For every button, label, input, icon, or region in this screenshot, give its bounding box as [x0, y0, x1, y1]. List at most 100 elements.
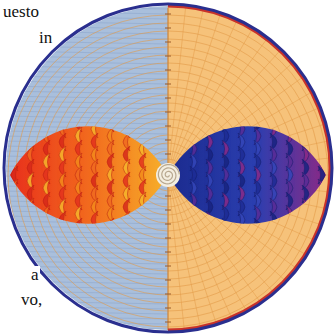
blue-texture-line — [0, 286, 168, 289]
petal — [59, 211, 66, 229]
petal — [75, 218, 82, 236]
petal — [11, 140, 18, 158]
blue-texture-line — [0, 261, 168, 264]
axis-tick — [165, 98, 171, 99]
petal — [318, 218, 325, 236]
blue-texture-line — [0, 31, 168, 34]
petal — [27, 211, 34, 229]
petal — [318, 205, 325, 223]
spiral-center — [156, 163, 180, 187]
blue-texture-line — [0, 51, 168, 54]
petal — [43, 114, 50, 132]
blue-texture-line — [0, 321, 168, 324]
petal — [123, 211, 130, 229]
petal — [43, 205, 50, 223]
blue-texture-line — [0, 281, 168, 284]
text-fragment-holder: vo, — [20, 291, 43, 310]
axis-tick — [165, 28, 171, 29]
axis-tick — [165, 112, 171, 113]
petal — [318, 179, 325, 197]
petal — [286, 205, 293, 223]
petal — [254, 218, 261, 236]
grid-ray — [168, 175, 189, 335]
blue-texture — [0, 6, 168, 334]
axis-tick — [165, 196, 171, 197]
axis-tick — [165, 238, 171, 239]
axis-tick — [165, 294, 171, 295]
petal — [11, 179, 18, 197]
petal — [27, 224, 34, 242]
blue-texture-line — [0, 256, 168, 259]
blue-petals — [190, 114, 325, 242]
red-petals — [11, 114, 146, 242]
blue-lobe — [168, 126, 326, 224]
petal — [139, 192, 146, 210]
axis-tick — [165, 14, 171, 15]
petal — [222, 218, 229, 236]
axis-tick — [165, 322, 171, 323]
petal — [59, 224, 66, 242]
petal — [139, 114, 146, 132]
petal — [107, 218, 114, 236]
petal — [139, 205, 146, 223]
petal — [318, 140, 325, 158]
axis-tick — [165, 56, 171, 57]
text-fragment-holder: in — [38, 29, 53, 48]
grid-ray — [168, 0, 189, 175]
petal — [139, 218, 146, 236]
petal — [286, 114, 293, 132]
axis-tick — [165, 140, 171, 141]
petal — [11, 127, 18, 145]
petal — [91, 224, 98, 242]
axis-tick — [165, 266, 171, 267]
petal — [27, 120, 34, 138]
axis-tick — [165, 252, 171, 253]
petal — [190, 114, 197, 132]
blue-texture-line — [0, 276, 168, 279]
axis-tick — [165, 84, 171, 85]
petal — [318, 127, 325, 145]
petal — [91, 211, 98, 229]
axis-tick — [165, 280, 171, 281]
petal — [11, 205, 18, 223]
petal — [302, 120, 309, 138]
axis-tick — [165, 154, 171, 155]
text-fragment: in — [38, 29, 53, 48]
blue-texture-line — [0, 311, 168, 314]
orange-half — [168, 0, 334, 335]
petal — [206, 211, 213, 229]
petal — [190, 192, 197, 210]
axis-tick — [165, 210, 171, 211]
text-fragment-holder: a — [30, 266, 40, 285]
petal — [286, 218, 293, 236]
axis-tick — [165, 42, 171, 43]
petal — [302, 224, 309, 242]
petal — [318, 192, 325, 210]
petal — [270, 211, 277, 229]
spiral — [158, 165, 179, 184]
petal — [27, 198, 34, 216]
blue-texture-line — [0, 91, 168, 94]
petal — [238, 211, 245, 229]
petal — [270, 224, 277, 242]
petal — [238, 224, 245, 242]
axis-tick — [165, 224, 171, 225]
text-fragment: vo, — [20, 291, 43, 310]
petal — [11, 192, 18, 210]
axis-tick — [165, 70, 171, 71]
axis-tick — [165, 308, 171, 309]
blue-half — [0, 0, 168, 335]
text-fragment: a — [30, 266, 40, 285]
outer-ring — [4, 4, 332, 332]
petal — [43, 218, 50, 236]
petal — [11, 114, 18, 132]
text-fragment: uesto — [2, 3, 40, 22]
petal — [302, 211, 309, 229]
blue-texture-line — [0, 96, 168, 99]
red-rim — [168, 6, 330, 330]
blue-texture-line — [0, 71, 168, 74]
petal — [318, 114, 325, 132]
